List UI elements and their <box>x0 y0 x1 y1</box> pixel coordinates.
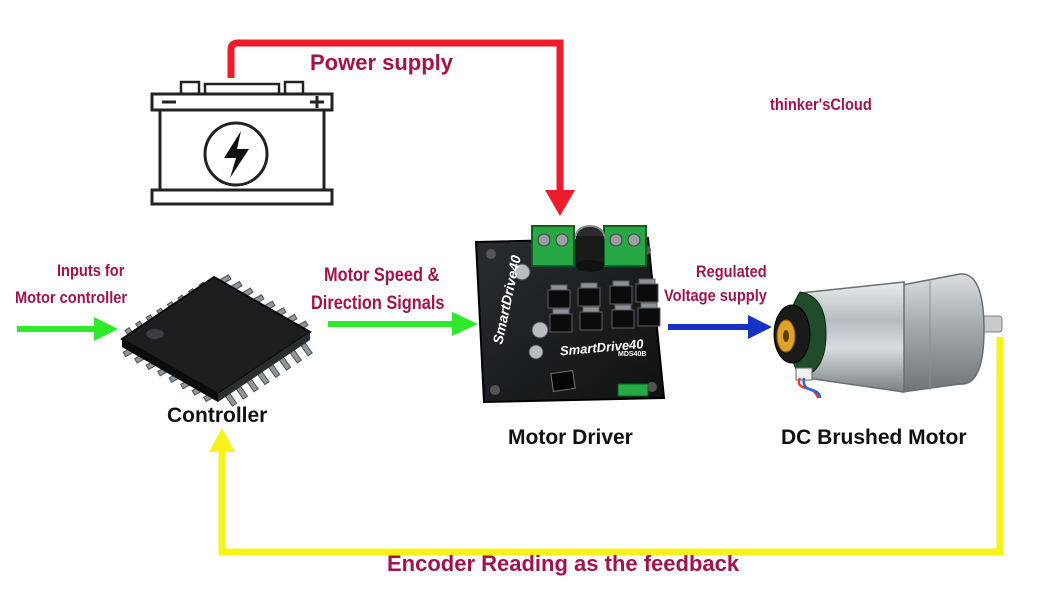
signals-label-line1: Motor Speed & <box>324 266 439 287</box>
dc-motor-label: DC Brushed Motor <box>781 426 967 449</box>
feedback-arrowhead <box>209 428 235 452</box>
regulated-label-line1: Regulated <box>696 263 767 282</box>
motor-driver-board-icon: SmartDrive40 SmartDrive40 MDS40B <box>476 226 664 402</box>
signals-label-line2: Direction Signals <box>311 294 444 315</box>
board-model: MDS40B <box>618 351 646 358</box>
power-supply-label: Power supply <box>310 51 453 75</box>
motor-driver-label: Motor Driver <box>508 426 633 449</box>
lightning-bolt-icon <box>205 123 267 185</box>
control-arrowhead <box>452 312 478 336</box>
inputs-label-line2: Motor controller <box>15 289 127 308</box>
regulated-label-line2: Voltage supply <box>664 287 767 306</box>
microcontroller-chip-icon <box>122 275 312 406</box>
brand-watermark: thinker'sCloud <box>770 96 872 115</box>
input-arrowhead <box>94 317 118 341</box>
dc-motor-icon <box>774 274 1002 398</box>
inputs-label-line1: Inputs for <box>57 262 124 281</box>
controller-label: Controller <box>167 404 267 427</box>
power-arrowhead <box>545 190 575 216</box>
feedback-label: Encoder Reading as the feedback <box>387 552 739 576</box>
regulated-arrowhead <box>748 315 772 339</box>
